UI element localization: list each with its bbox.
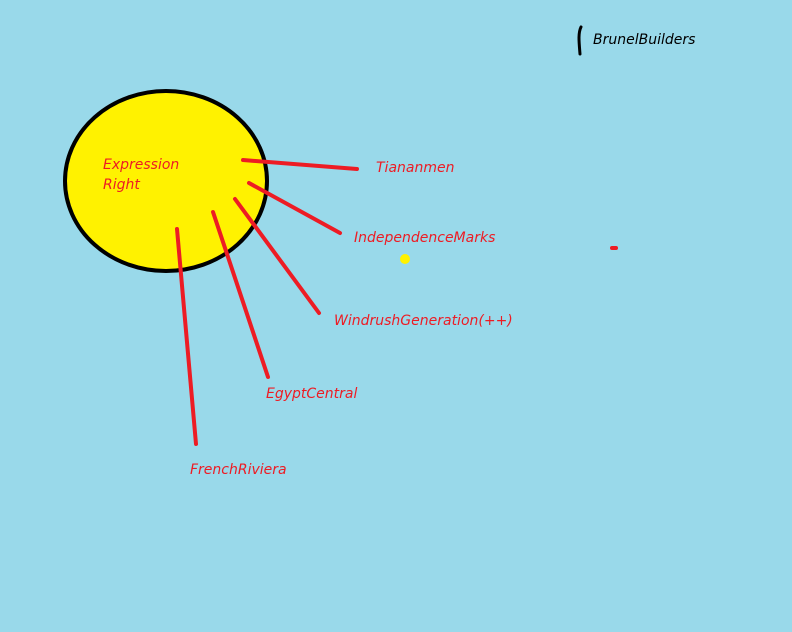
branch-line-windrushgeneration — [233, 197, 321, 315]
branch-label-tiananmen: Tiananmen — [376, 160, 455, 176]
yellow-dot — [400, 254, 410, 264]
branch-label-egyptcentral: EgyptCentral — [266, 386, 358, 402]
center-label-line1: Expression — [103, 157, 180, 173]
branch-label-windrushgeneration: WindrushGeneration(++) — [334, 313, 513, 329]
center-circle — [63, 89, 269, 273]
branch-label-independencemarks: IndependenceMarks — [354, 230, 496, 246]
corner-label: BrunelBuilders — [593, 32, 696, 48]
branch-line-tiananmen — [241, 158, 359, 171]
branch-label-frenchriviera: FrenchRiviera — [190, 462, 287, 478]
center-label-line2: Right — [103, 177, 140, 193]
black-tick-mark — [577, 25, 583, 56]
branch-line-frenchriviera — [175, 227, 198, 446]
branch-line-egyptcentral — [211, 210, 270, 379]
branch-line-independencemarks — [247, 181, 342, 235]
